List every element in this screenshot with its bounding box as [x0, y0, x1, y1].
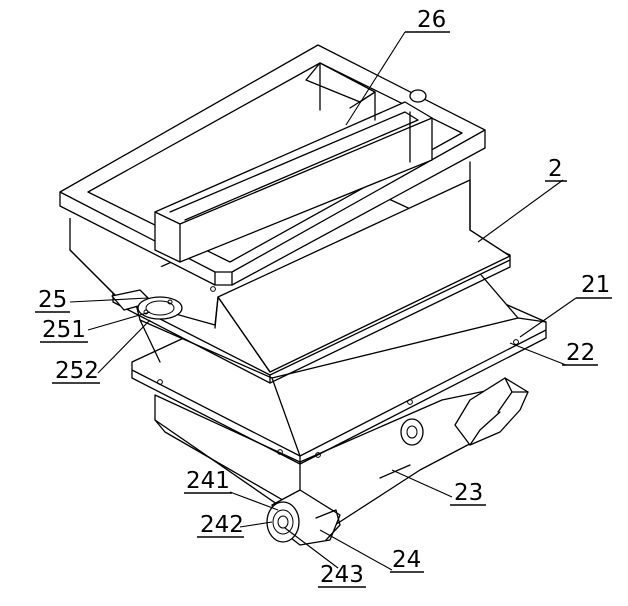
label-242: 242: [200, 512, 244, 538]
upper-hopper-body: [69, 161, 511, 373]
label-26: 26: [417, 7, 446, 33]
label-23: 23: [454, 480, 483, 506]
partition-troughs-26: [154, 62, 433, 263]
label-24: 24: [392, 547, 421, 573]
label-21: 21: [581, 272, 610, 298]
inspection-port-25: [111, 289, 183, 320]
housing-boss: [400, 418, 424, 446]
label-22: 22: [566, 340, 595, 366]
leader-lines: [69, 31, 577, 571]
side-outlet-nozzle: [454, 377, 529, 446]
label-251: 251: [42, 317, 86, 343]
reference-labels: 26 2 21 22 25 251 252 23 241 242 243 24: [35, 7, 612, 588]
label-243: 243: [320, 562, 364, 588]
label-25: 25: [38, 287, 67, 313]
label-252: 252: [55, 358, 99, 384]
label-2: 2: [548, 156, 563, 182]
label-241: 241: [186, 468, 230, 494]
